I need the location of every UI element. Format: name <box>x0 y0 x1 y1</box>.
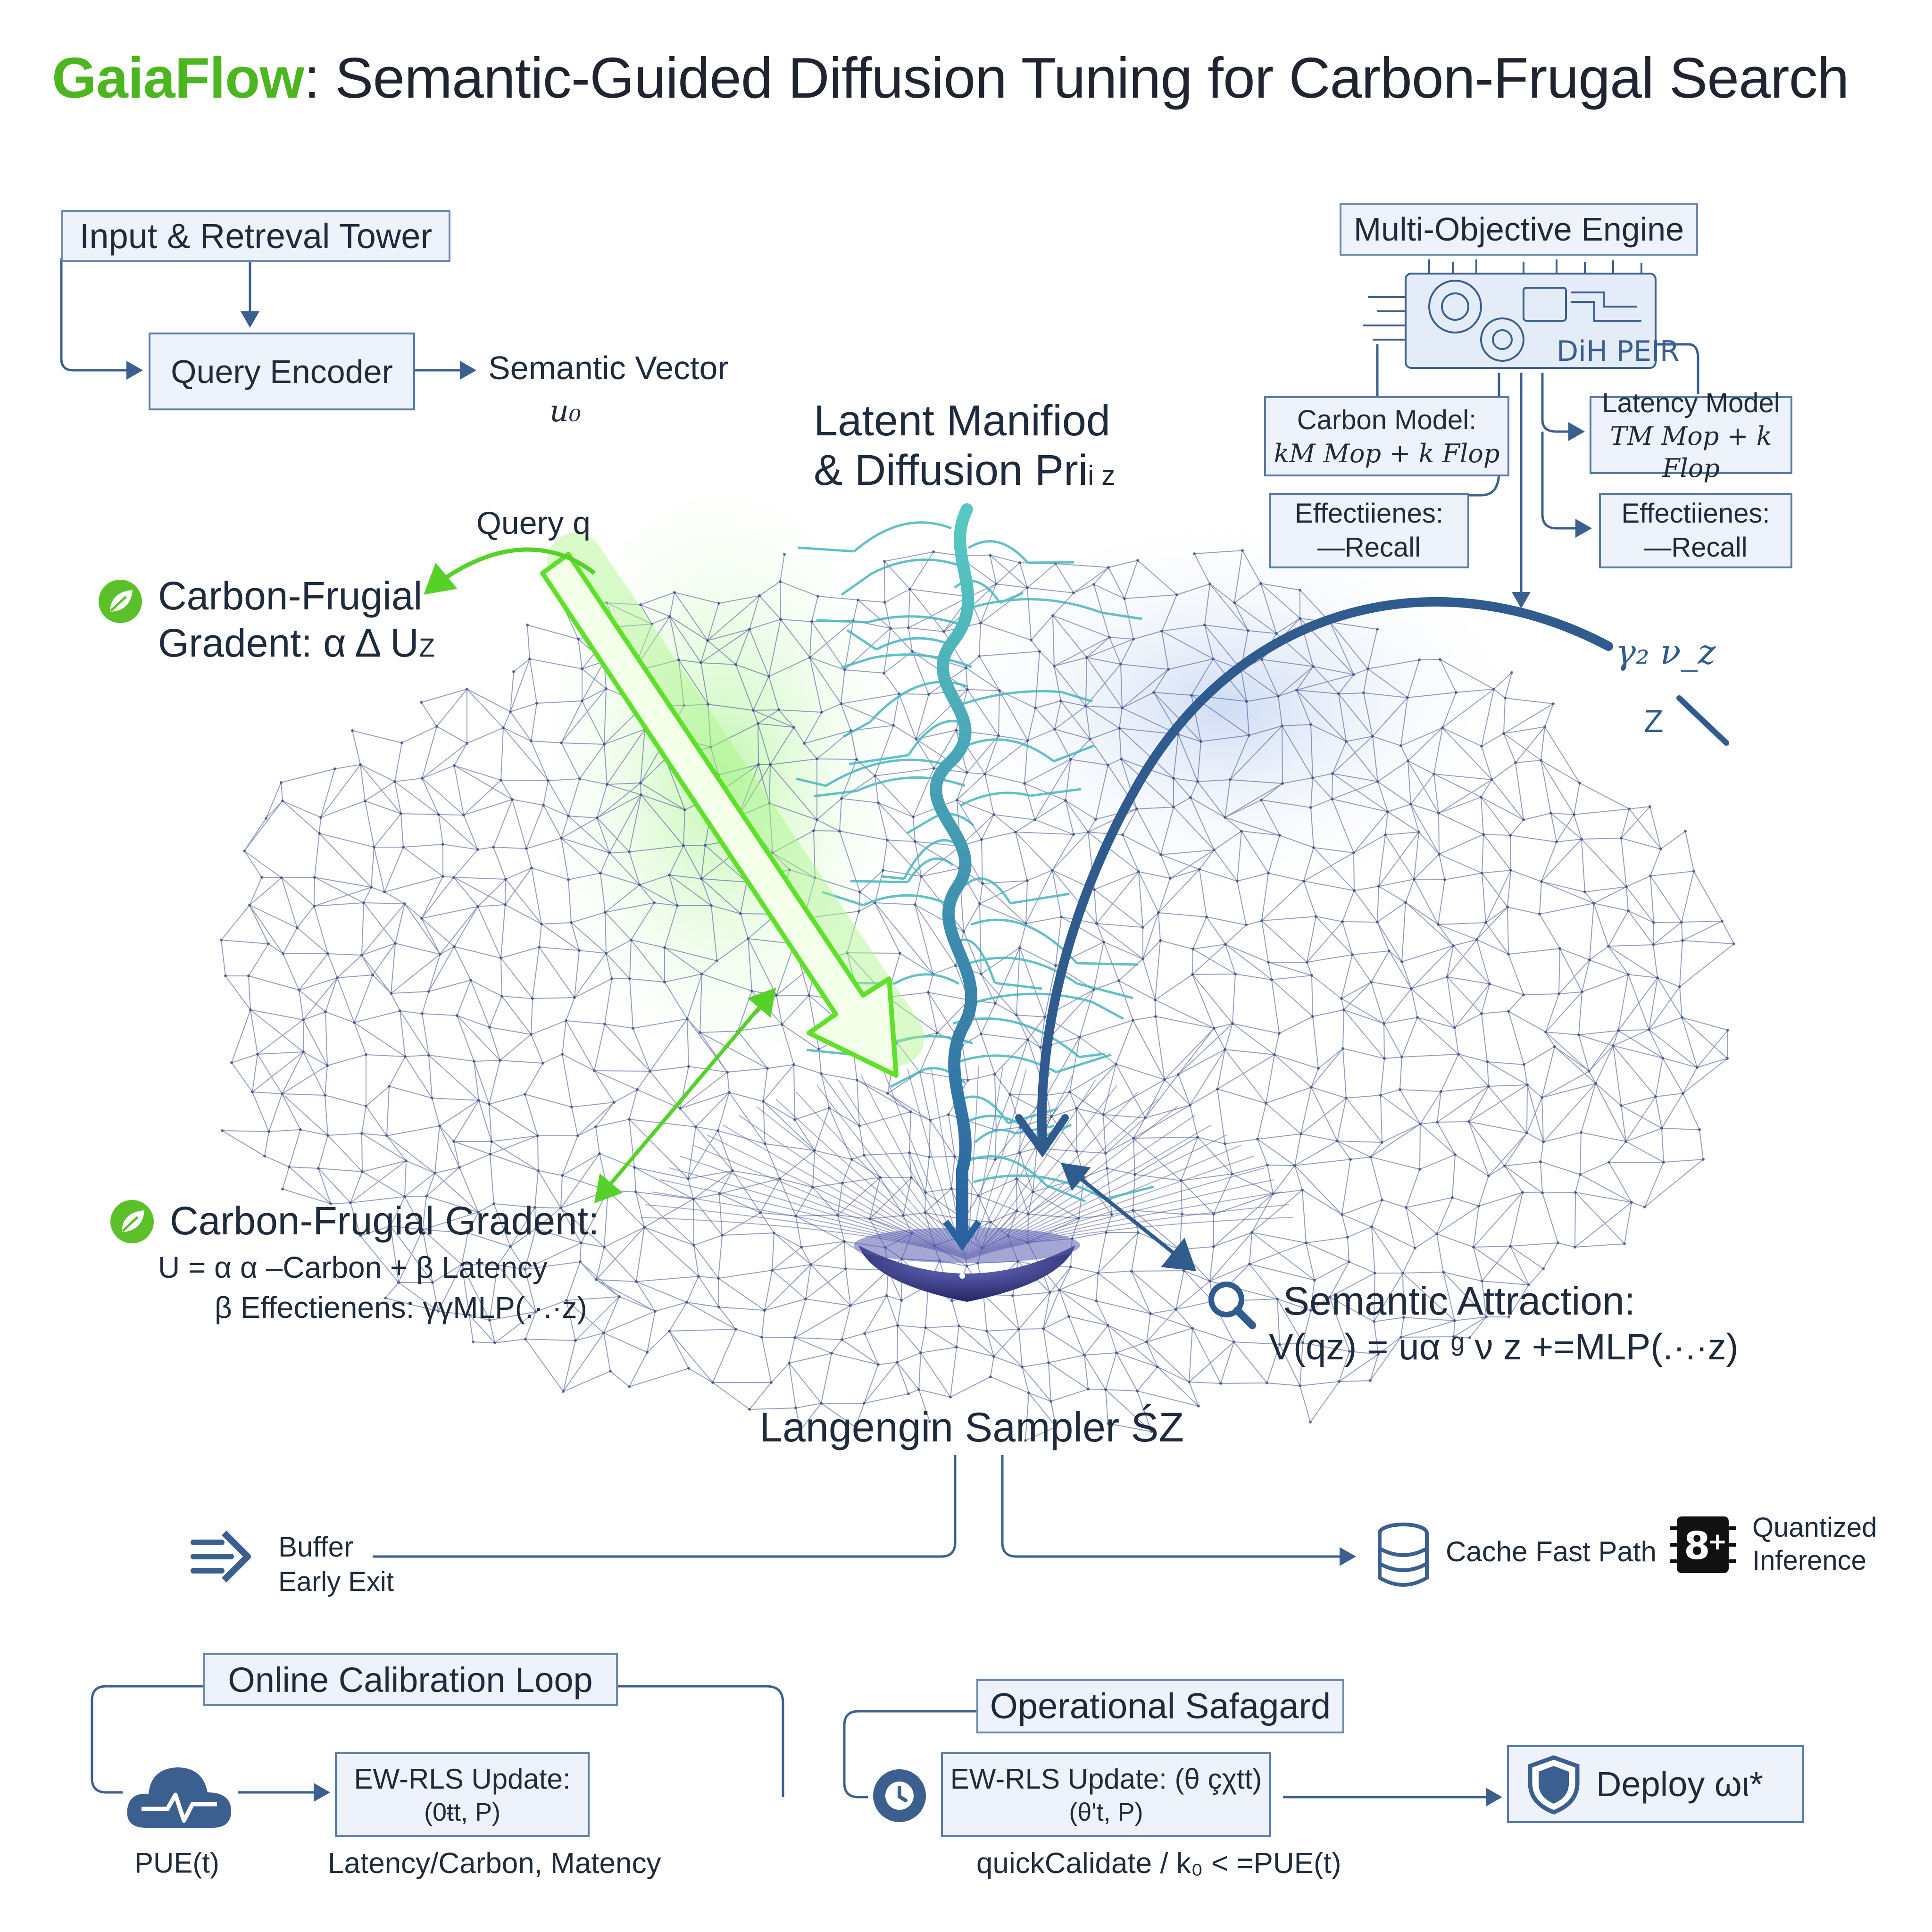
cloud-pulse-icon <box>127 1767 231 1828</box>
gradient-top-line1: Carbon-Frugial <box>158 574 423 618</box>
effectiveness-right-box: Effectiienes: —Recall <box>1599 493 1792 568</box>
engine-header: Multi-Objective Engine <box>1340 203 1698 256</box>
query-encoder-box: Query Encoder <box>149 333 415 410</box>
manifold-title-sub: i z <box>1088 460 1116 491</box>
safeguard-update-params: (θ't, P) <box>1069 1798 1143 1826</box>
leaf-icon <box>110 1200 154 1243</box>
query-label-text: Query q <box>476 505 591 541</box>
manifold-title-line1: Latent Manifiod <box>814 397 1111 445</box>
calibration-caption: Latency/Carbon, Matency <box>328 1847 661 1880</box>
query-encoder-label: Query Encoder <box>171 353 393 390</box>
latency-model-title: Latency Model <box>1602 387 1780 418</box>
gradient-bottom-line3: β Effectienens: γγMLP(.·.·z) <box>215 1291 587 1324</box>
page-title: GaiaFlow: Semantic-Guided Diffusion Tuni… <box>52 45 1849 111</box>
diffusion-path <box>930 503 978 1242</box>
diffusion-branches <box>796 521 1154 1203</box>
latency-model-formula: TM Mop + k Flop <box>1610 421 1772 483</box>
calibration-title: Online Calibration Loop <box>228 1660 593 1699</box>
cache-fast-path-label: Cache Fast Path <box>1446 1536 1657 1567</box>
clock-icon <box>873 1769 926 1822</box>
calibration-header: Online Calibration Loop <box>203 1653 618 1706</box>
title-text: : Semantic-Guided Diffusion Tuning for C… <box>304 46 1849 110</box>
chip-badge-icon: 8 + <box>1670 1516 1736 1573</box>
calibration-update-title: EW-RLS Update: <box>354 1763 571 1795</box>
effectiveness-right-title: Effectiienes: <box>1621 498 1770 529</box>
calibration-connectors <box>91 1685 784 1802</box>
semantic-vector-label: Semantic Vector <box>488 350 729 386</box>
safeguard-caption: quickCalidate / k₀ < =PUE(t) <box>976 1847 1341 1880</box>
mesh-nodes <box>220 549 1735 1442</box>
safeguard-update-box: EW-RLS Update: (θ çχtt) (θ't, P) <box>941 1752 1271 1837</box>
carbon-model-box: Carbon Model: kM Mop + k Flop <box>1264 396 1509 476</box>
deploy-label: Deploy ωι* <box>1596 1765 1763 1804</box>
latent-manifold-mesh <box>220 549 1735 1442</box>
effectiveness-left-box: Effectiienes: —Recall <box>1269 493 1469 568</box>
query-gradient-arrow <box>540 552 899 1078</box>
carbon-model-title: Carbon Model: <box>1297 405 1477 435</box>
engine-title: Multi-Objective Engine <box>1353 211 1684 248</box>
semantic-vector-symbol: u₀ <box>550 394 581 429</box>
input-tower-connectors <box>60 258 476 380</box>
input-tower-title: Input & Retreval Tower <box>79 216 433 256</box>
database-icon <box>1378 1523 1429 1587</box>
branch-lines <box>796 521 1154 1203</box>
gradient-top-formula: Gradent: α Δ U <box>158 621 419 665</box>
z-label: Z <box>1644 703 1664 739</box>
gear-chip-icon: DiH PEIR <box>1363 259 1679 369</box>
safeguard-header: Operational Safagard <box>976 1679 1344 1733</box>
z-slash-line <box>1676 695 1729 746</box>
effectiveness-left-metric: —Recall <box>1317 532 1421 563</box>
effectiveness-right-metric: —Recall <box>1644 532 1748 563</box>
pue-label: PUE(t) <box>134 1847 219 1879</box>
shield-icon <box>1528 1755 1580 1815</box>
safeguard-title: Operational Safagard <box>990 1686 1331 1726</box>
semantic-line1: Semantic Attraction: <box>1283 1279 1636 1323</box>
gradient-double-arrow <box>594 987 776 1204</box>
magnifier-icon <box>1208 1282 1256 1329</box>
gradient-bottom-line2: U = α α –Carbon + β Latency <box>158 1250 548 1284</box>
title-brand: GaiaFlow <box>52 46 304 110</box>
blue-glow <box>920 509 1533 906</box>
gamma-label: γ₂ ν_z <box>1616 632 1716 672</box>
query-to-gradient-arrow <box>424 547 596 595</box>
calibration-update-box: EW-RLS Update: (0ŧt, P) <box>335 1752 590 1837</box>
manifold-title-main: & Diffusion Pri <box>814 446 1088 494</box>
well-center-dot <box>959 1273 965 1279</box>
gradient-top-line2: Gradent: α Δ UZ <box>158 620 435 666</box>
quantized-line1: Quantized <box>1752 1512 1877 1543</box>
safeguard-update-title: EW-RLS Update: (θ çχtt) <box>950 1763 1262 1795</box>
gradient-top-sub: Z <box>418 633 435 662</box>
quantized-line2: Inference <box>1752 1545 1866 1576</box>
diffusion-path-arrowhead <box>943 1219 982 1251</box>
carbon-model-formula: kM Mop + k Flop <box>1274 438 1500 468</box>
effectiveness-left-title: Effectiienes: <box>1295 498 1443 529</box>
multi-objective-curve-arrow <box>1037 597 1613 1146</box>
sampler-connectors <box>373 1455 1356 1566</box>
mesh-lines <box>221 550 1734 1441</box>
leaf-icon <box>99 580 142 623</box>
calibration-update-params: (0ŧt, P) <box>424 1798 501 1826</box>
chip-text: DiH PEIR <box>1557 335 1679 368</box>
well-rim <box>854 1227 1080 1263</box>
svg-text:+: + <box>1707 1528 1727 1555</box>
buffer-label: Buffer <box>278 1531 353 1563</box>
sampler-label: Langengin Sampler ŚZ <box>759 1404 1184 1450</box>
latency-model-box: Latency Model TM Mop + k Flop <box>1590 388 1792 483</box>
semantic-double-arrow <box>1060 1163 1197 1271</box>
deploy-box[interactable]: Deploy ωι* <box>1507 1745 1804 1823</box>
query-label: Query q <box>476 505 591 541</box>
gravity-well <box>858 1245 1075 1302</box>
safeguard-connectors <box>843 1710 1502 1807</box>
multi-objective-arrowhead <box>1015 1114 1069 1158</box>
svg-text:8: 8 <box>1684 1524 1710 1568</box>
semantic-line2: V(qz) = uα ᵍ ν z +=MLP(.·.·z) <box>1269 1326 1739 1367</box>
manifold-title-line2: & Diffusion Prii z <box>814 446 1115 495</box>
gradient-bottom-line1: Carbon-Frugial Gradent: <box>170 1199 600 1243</box>
input-tower-header: Input & Retreval Tower <box>61 210 450 262</box>
early-exit-label: Early Exit <box>278 1566 394 1597</box>
fast-forward-arrows-icon <box>191 1531 251 1582</box>
